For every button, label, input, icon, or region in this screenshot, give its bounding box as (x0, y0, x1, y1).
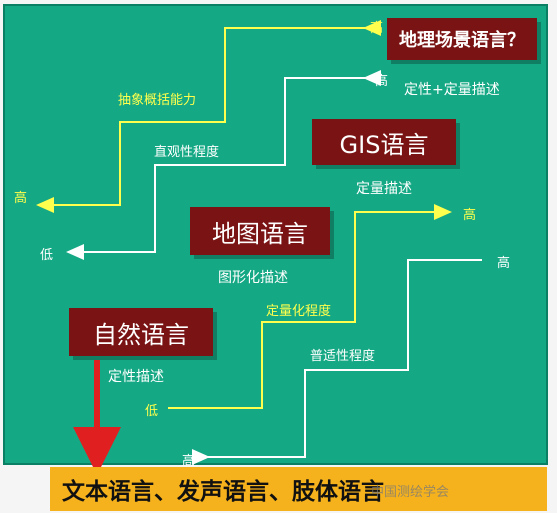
bottom-language-types-text: 文本语言、发声语言、肢体语言 (62, 479, 384, 505)
watermark-text: 中国测绘学会 (371, 485, 450, 500)
gis-language-box: GIS语言 (312, 119, 456, 165)
map-description: 图形化描述 (218, 270, 288, 286)
intuitiveness-label: 直观性程度 (154, 145, 220, 160)
universality-stair-arrow (192, 259, 482, 465)
quantification-label: 定量化程度 (266, 304, 332, 319)
gis-language-title: GIS语言 (339, 130, 429, 159)
map-language-box: 地图语言 (190, 207, 330, 255)
natural-language-box: 自然语言 (69, 308, 213, 356)
abstraction-label: 抽象概括能力 (118, 93, 197, 108)
high-right-yellow: 高 (463, 208, 477, 223)
low-left-white: 低 (40, 248, 54, 263)
geo-scene-language-title: 地理场景语言？ (399, 30, 525, 51)
quantification-stair-arrow (168, 204, 452, 409)
high-top-yellow: 高 (370, 21, 384, 36)
low-bottom-yellow: 低 (145, 404, 159, 419)
natural-description: 定性描述 (108, 369, 164, 385)
high-bottom-white: 高 (182, 454, 196, 469)
bottom-language-types-bar: 文本语言、发声语言、肢体语言 (50, 467, 547, 511)
intuitiveness-stair-arrow (66, 70, 381, 260)
geo-scene-description: 定性+定量描述 (404, 82, 500, 98)
gis-description: 定量描述 (356, 181, 412, 197)
abstraction-stair-arrow (36, 20, 381, 213)
natural-language-title: 自然语言 (93, 320, 189, 349)
map-language-title: 地图语言 (212, 219, 308, 248)
high-top-white: 高 (375, 74, 389, 89)
geo-scene-language-box: 地理场景语言？ (387, 18, 537, 60)
high-left-yellow: 高 (14, 191, 28, 206)
universality-label: 普适性程度 (310, 349, 376, 364)
high-right-white: 高 (497, 256, 511, 271)
